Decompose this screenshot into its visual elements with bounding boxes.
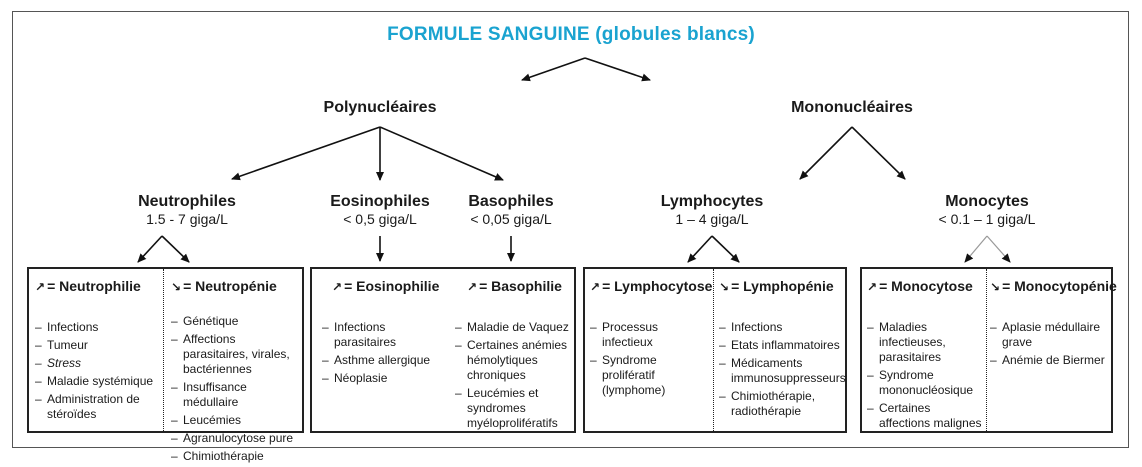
list-item: Leucémies et syndromes myéloprolifératif…	[455, 386, 573, 431]
list-item: Infections	[35, 320, 161, 335]
column-neutrophilie: ↗= Neutrophilie Infections Tumeur Stress…	[35, 278, 161, 425]
column-eosinophilie: ↗= Eosinophilie Infections parasitaires …	[322, 278, 448, 389]
cause-list: Maladie de Vaquez Certaines anémies hémo…	[455, 320, 573, 431]
list-item: Infections parasitaires	[322, 320, 448, 350]
list-item: Médicaments immunosuppresseurs	[719, 356, 846, 386]
column-divider	[986, 269, 987, 431]
cause-list: Infections Etats inflammatoires Médicame…	[719, 320, 846, 419]
list-item: Insuffisance médullaire	[171, 380, 301, 410]
arrow-lympho-right	[711, 235, 740, 263]
column-lymphopenie: ↘= Lymphopénie Infections Etats inflamma…	[719, 278, 846, 422]
cause-list: Aplasie médullaire grave Anémie de Bierm…	[990, 320, 1112, 368]
list-item: Certaines affections malignes	[867, 401, 983, 431]
list-item: Syndrome mononucléosique	[867, 368, 983, 398]
column-heading: ↗= Basophilie	[467, 278, 562, 294]
cell-lymphocytes: Lymphocytes 1 – 4 giga/L	[642, 193, 782, 227]
group-mononucleaires: Mononucléaires	[791, 99, 913, 116]
increase-arrow-icon: ↗	[867, 280, 878, 294]
list-item: Anémie de Biermer	[990, 353, 1112, 368]
increase-arrow-icon: ↗	[467, 280, 478, 294]
arrow-monocytes-left	[964, 235, 988, 263]
cause-list: Génétique Affections parasitaires, viral…	[171, 314, 301, 464]
column-heading: ↘= Lymphopénie	[719, 278, 834, 294]
list-item: Aplasie médullaire grave	[990, 320, 1112, 350]
list-item: Génétique	[171, 314, 301, 329]
cell-neutrophiles: Neutrophiles 1.5 - 7 giga/L	[112, 193, 262, 227]
column-heading: ↗= Neutrophilie	[35, 278, 141, 294]
box-monocytes: ↗= Monocytose Maladies infectieuses, par…	[860, 267, 1117, 434]
cell-eosinophiles: Eosinophiles < 0,5 giga/L	[310, 193, 450, 227]
group-polynucleaires: Polynucléaires	[323, 99, 437, 116]
increase-arrow-icon: ↗	[35, 280, 46, 294]
cell-name: Eosinophiles	[330, 193, 430, 210]
list-item: Chimiothérapie, radiothérapie	[719, 389, 845, 419]
list-item: Asthme allergique	[322, 353, 448, 368]
arrow-monocytes-right	[986, 235, 1011, 263]
increase-arrow-icon: ↗	[332, 280, 343, 294]
arrow-mono-to-monocytes	[851, 126, 906, 180]
cell-range: < 0,05 giga/L	[470, 211, 552, 227]
cause-list: Maladies infectieuses, parasitaires Synd…	[867, 320, 983, 431]
arrow-lympho-left	[687, 235, 713, 263]
arrow-poly-to-neutro	[231, 126, 381, 181]
cell-range: 1.5 - 7 giga/L	[146, 211, 228, 227]
cell-range: < 0,5 giga/L	[343, 211, 417, 227]
cell-basophiles: Basophiles < 0,05 giga/L	[441, 193, 581, 227]
cause-list: Processus infectieux Syndrome proliférat…	[590, 320, 710, 398]
diagram-title: FORMULE SANGUINE (globules blancs)	[387, 24, 755, 45]
list-item: Affections parasitaires, virales, bactér…	[171, 332, 301, 377]
cell-monocytes: Monocytes < 0.1 – 1 giga/L	[912, 193, 1062, 227]
column-heading: ↗= Eosinophilie	[332, 278, 440, 294]
column-neutropenie: ↘= Neutropénie Génétique Affections para…	[171, 278, 301, 467]
list-item: Stress	[35, 356, 161, 371]
list-item: Maladie de Vaquez	[455, 320, 573, 335]
list-item: Tumeur	[35, 338, 161, 353]
column-divider	[713, 269, 714, 431]
box-lymphocytes: ↗= Lymphocytose Processus infectieux Syn…	[583, 267, 847, 433]
list-item: Certaines anémies hémolytiques chronique…	[455, 338, 573, 383]
list-item: Agranulocytose pure	[171, 431, 301, 446]
arrow-neutro-right	[161, 235, 190, 263]
column-lymphocytose: ↗= Lymphocytose Processus infectieux Syn…	[590, 278, 713, 401]
diagram-frame	[12, 11, 1129, 448]
list-item: Maladie systémique	[35, 374, 161, 389]
list-item: Etats inflammatoires	[719, 338, 845, 353]
list-item: Administration de stéroïdes	[35, 392, 161, 422]
list-item: Néoplasie	[322, 371, 448, 386]
list-item: Syndrome prolifératif (lymphome)	[590, 353, 710, 398]
decrease-arrow-icon: ↘	[171, 280, 182, 294]
arrow-neutro-left	[137, 235, 163, 263]
column-heading: ↗= Monocytose	[867, 278, 973, 294]
cause-list: Infections Tumeur Stress Maladie systémi…	[35, 320, 161, 422]
increase-arrow-icon: ↗	[590, 280, 601, 294]
box-neutrophiles: ↗= Neutrophilie Infections Tumeur Stress…	[27, 267, 304, 464]
cell-name: Neutrophiles	[138, 193, 236, 210]
list-item: Processus infectieux	[590, 320, 710, 350]
arrow-poly-to-baso	[379, 126, 504, 181]
cell-range: < 0.1 – 1 giga/L	[938, 211, 1036, 227]
column-divider	[163, 269, 164, 431]
cell-name: Monocytes	[945, 193, 1029, 210]
list-item: Leucémies	[171, 413, 301, 428]
arrow-mono-to-lympho	[799, 126, 853, 180]
arrow-title-to-mono	[584, 57, 651, 82]
list-item: Maladies infectieuses, parasitaires	[867, 320, 983, 365]
decrease-arrow-icon: ↘	[990, 280, 1001, 294]
box-eosino-baso: ↗= Eosinophilie Infections parasitaires …	[310, 267, 576, 433]
connector-arrows	[137, 57, 1011, 263]
arrow-title-to-poly	[521, 57, 586, 82]
column-monocytose: ↗= Monocytose Maladies infectieuses, par…	[867, 278, 983, 434]
column-heading: ↗= Lymphocytose	[590, 278, 713, 294]
cell-name: Lymphocytes	[660, 193, 764, 210]
column-heading: ↘= Neutropénie	[171, 278, 277, 294]
decrease-arrow-icon: ↘	[719, 280, 730, 294]
column-basophilie: ↗= Basophilie Maladie de Vaquez Certaine…	[455, 278, 573, 434]
list-item: Infections	[719, 320, 845, 335]
cell-name: Basophiles	[468, 193, 554, 210]
cause-list: Infections parasitaires Asthme allergiqu…	[322, 320, 448, 386]
column-heading: ↘= Monocytopénie	[990, 278, 1117, 294]
cell-range: 1 – 4 giga/L	[675, 211, 749, 227]
column-monocytopenie: ↘= Monocytopénie Aplasie médullaire grav…	[990, 278, 1117, 371]
